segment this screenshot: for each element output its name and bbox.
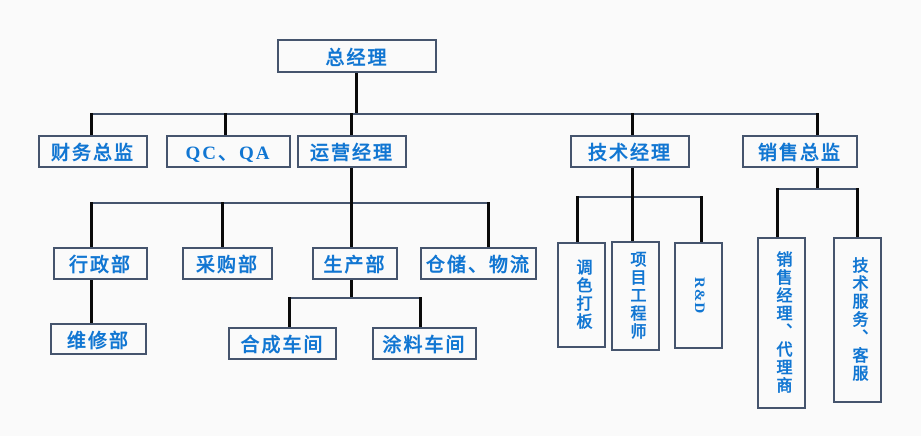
connector-technical-down [631,168,634,196]
connector-stub-sales [816,113,819,135]
connector-stub-qcqa [224,113,227,135]
connector-stub-tech-service [856,188,859,237]
connector-stub-finance [90,113,93,135]
node-synthesis-workshop: 合成车间 [228,327,337,360]
connector-stub-technical [631,113,634,135]
node-admin-dept: 行政部 [53,247,148,280]
connector-level2-horizontal [91,113,819,115]
connector-stub-operations [350,113,353,135]
node-maintenance-dept: 维修部 [50,323,147,355]
connector-gm-down [355,73,358,113]
connector-stub-tinting [576,196,579,242]
connector-technical-horizontal [577,196,702,198]
connector-stub-coating [419,297,422,327]
connector-production-down [350,280,353,297]
node-technical-manager: 技术经理 [570,135,690,168]
node-coating-workshop: 涂料车间 [372,327,477,360]
node-rd: R&D [674,242,723,349]
connector-stub-rd [700,196,703,242]
connector-stub-admin [90,202,93,247]
node-tech-service-customer-service: 技术服务、客服 [833,237,882,403]
node-qc-qa: QC、QA [166,135,291,168]
node-finance-director: 财务总监 [38,135,148,168]
connector-stub-synthesis [288,297,291,327]
node-purchasing-dept: 采购部 [182,247,273,280]
node-sales-director: 销售总监 [742,135,858,168]
connector-operations-down [350,168,353,202]
node-production-dept: 生产部 [312,247,398,280]
connector-sales-horizontal [777,188,858,190]
node-general-manager: 总经理 [277,39,437,73]
node-tinting-proofing: 调色打板 [557,242,606,348]
node-project-engineer: 项目工程师 [611,241,660,351]
connector-stub-warehouse [487,202,490,247]
connector-level3-horizontal [91,202,489,204]
connector-stub-purchasing [221,202,224,247]
connector-sales-down [816,168,819,188]
node-sales-manager-agents: 销售经理、代理商 [757,237,806,409]
connector-stub-production [350,202,353,247]
connector-workshops-horizontal [289,297,421,299]
node-warehouse-logistics: 仓储、物流 [420,247,537,280]
connector-admin-maintenance [90,280,93,323]
connector-stub-sales-manager [776,188,779,237]
connector-stub-engineer [631,196,634,242]
node-operations-manager: 运营经理 [297,135,407,168]
